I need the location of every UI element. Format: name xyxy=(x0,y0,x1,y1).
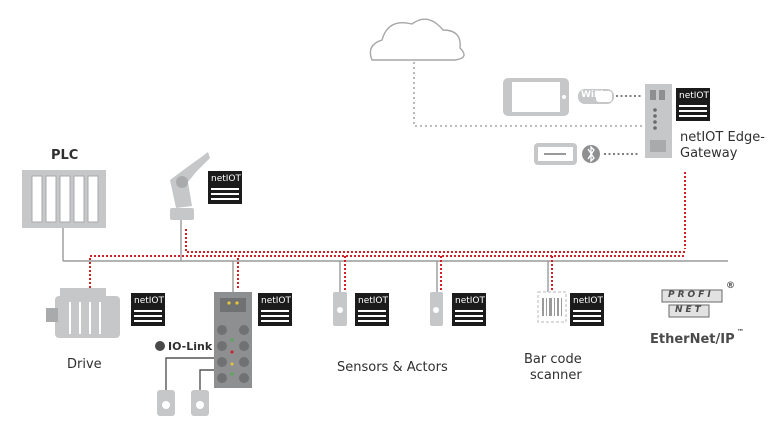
handheld-device-icon xyxy=(534,143,577,165)
wifi-icon xyxy=(578,89,614,104)
io-link-logo-icon xyxy=(155,341,165,351)
cloud-icon xyxy=(369,18,465,61)
motor-drive-icon xyxy=(46,288,120,338)
ethernet-ip-logo: EtherNet/IP xyxy=(650,332,735,347)
gateway-label-line2: Gateway xyxy=(680,146,738,161)
plc-icon xyxy=(22,170,106,228)
netiot-red-network xyxy=(89,229,685,292)
profinet-logo xyxy=(661,289,723,318)
profinet-bottom-text: NET xyxy=(675,305,704,315)
io-link-module-icon xyxy=(214,292,252,388)
barcode-label-line2: scanner xyxy=(530,368,582,383)
profinet-trademark: ® xyxy=(726,281,735,291)
sensor-icon xyxy=(333,292,443,326)
netiot-badge-drive: netIOT xyxy=(131,293,165,326)
sensors-actors-label: Sensors & Actors xyxy=(337,360,448,375)
cloud-link-line xyxy=(413,62,645,127)
netiot-badge-barcode: netIOT xyxy=(570,293,604,326)
netiot-badge-sensor-1: netIOT xyxy=(355,293,389,326)
gateway-label-line1: netIOT Edge- xyxy=(680,130,765,145)
io-link-sensor-icon xyxy=(157,390,209,416)
barcode-scanner-icon xyxy=(537,291,567,323)
netiot-badge-io-link: netIOT xyxy=(258,293,292,326)
io-link-label: IO-Link xyxy=(168,340,213,353)
robot-arm-icon xyxy=(170,152,210,220)
drive-label: Drive xyxy=(67,357,102,372)
gateway-device-icon xyxy=(645,84,672,158)
ethernet-ip-trademark: ™ xyxy=(737,328,744,336)
netiot-badge-robot: netIOT xyxy=(208,171,242,204)
netiot-badge-gateway: netIOT xyxy=(676,88,710,121)
plc-label: PLC xyxy=(51,148,79,163)
wifi-label: WiFi xyxy=(581,90,604,100)
profinet-top-text: PROFI xyxy=(668,290,714,300)
tablet-icon xyxy=(503,78,569,116)
netiot-badge-sensor-2: netIOT xyxy=(452,293,486,326)
io-link-cables xyxy=(165,357,214,390)
bluetooth-icon xyxy=(582,145,600,163)
barcode-label-line1: Bar code xyxy=(524,352,582,367)
